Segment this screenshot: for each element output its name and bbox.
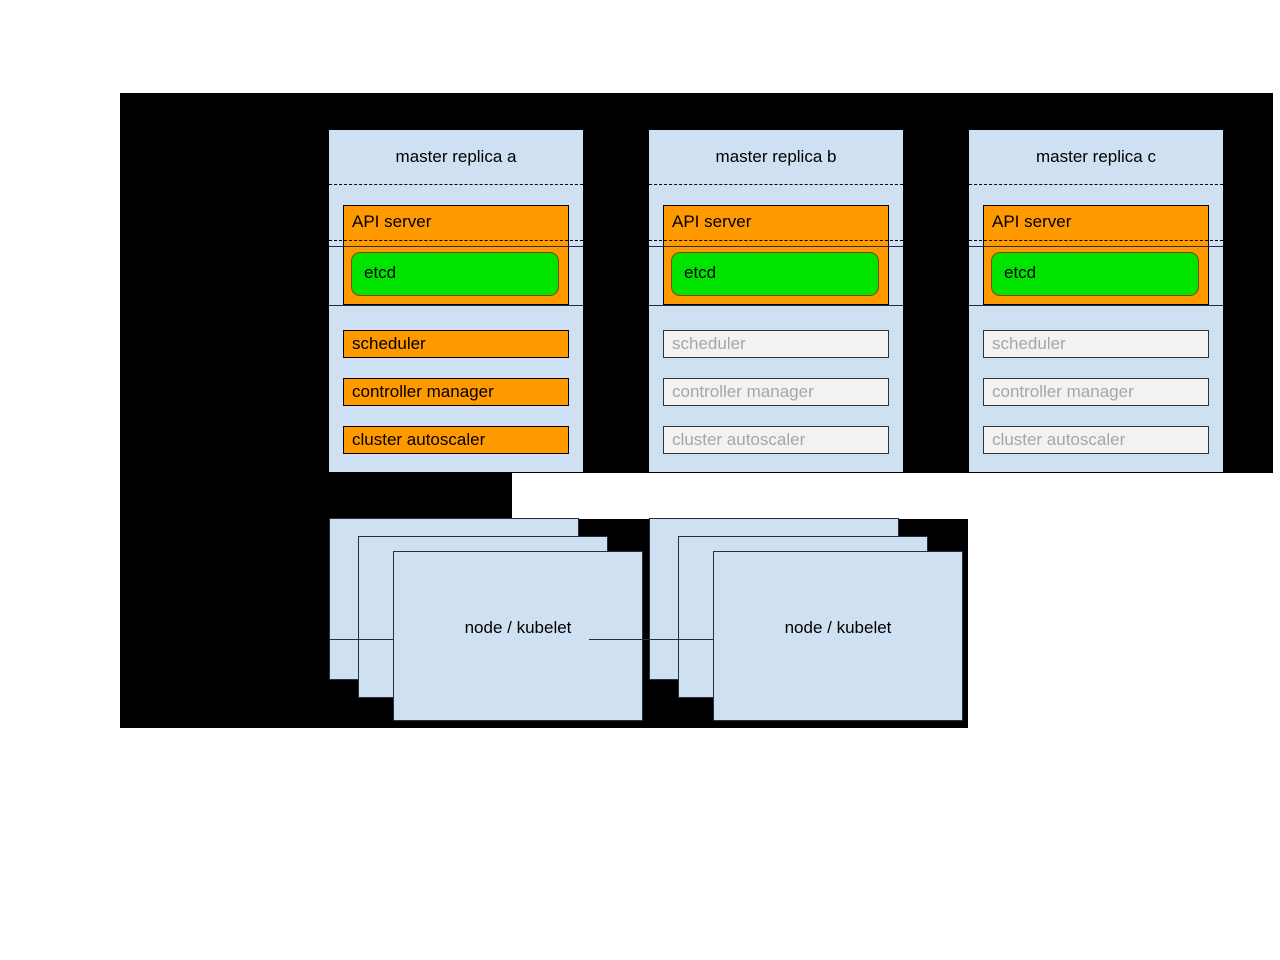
node-kubelet-label: node / kubelet	[784, 618, 892, 637]
node-stack-rule	[589, 639, 713, 640]
master-replica-title: master replica a	[395, 147, 517, 166]
component-controller-manager-b[interactable]: controller manager	[663, 378, 889, 406]
component-cluster-autoscaler-b[interactable]: cluster autoscaler	[663, 426, 889, 454]
component-controller-manager-c[interactable]: controller manager	[983, 378, 1209, 406]
api-etcd-solid-rule	[329, 246, 583, 247]
master-replica-title: master replica c	[1036, 147, 1156, 166]
api-etcd-solid-rule	[649, 246, 903, 247]
etcd-label: etcd	[1004, 263, 1037, 282]
etcd-bottom-rule	[329, 305, 583, 306]
etcd-box-c[interactable]: etcd	[991, 252, 1199, 296]
node-stack-1[interactable]: node / kubelet	[329, 518, 649, 728]
api-etcd-dashed-rule	[649, 240, 903, 241]
master-replica-card-a[interactable]: master replica a API server etcd schedul…	[329, 130, 583, 472]
replica-header-divider	[649, 184, 903, 185]
api-server-label: API server	[992, 212, 1072, 231]
master-replica-card-c[interactable]: master replica c API server etcd schedul…	[969, 130, 1223, 472]
etcd-box-b[interactable]: etcd	[671, 252, 879, 296]
component-scheduler-a[interactable]: scheduler	[343, 330, 569, 358]
api-server-label: API server	[352, 212, 432, 231]
node-stack-rule	[329, 639, 393, 640]
node-card-front[interactable]: node / kubelet	[713, 551, 963, 721]
component-controller-manager-a[interactable]: controller manager	[343, 378, 569, 406]
node-card-front[interactable]: node / kubelet	[393, 551, 643, 721]
replica-header-divider	[969, 184, 1223, 185]
master-replica-card-b[interactable]: master replica b API server etcd schedul…	[649, 130, 903, 472]
etcd-bottom-rule	[649, 305, 903, 306]
api-etcd-solid-rule	[969, 246, 1223, 247]
component-cluster-autoscaler-c[interactable]: cluster autoscaler	[983, 426, 1209, 454]
component-cluster-autoscaler-a[interactable]: cluster autoscaler	[343, 426, 569, 454]
etcd-label: etcd	[684, 263, 717, 282]
api-etcd-dashed-rule	[969, 240, 1223, 241]
etcd-bottom-rule	[969, 305, 1223, 306]
etcd-label: etcd	[364, 263, 397, 282]
master-replica-title: master replica b	[715, 147, 837, 166]
api-server-label: API server	[672, 212, 752, 231]
backdrop-middle	[120, 473, 512, 519]
component-scheduler-c[interactable]: scheduler	[983, 330, 1209, 358]
node-stack-2[interactable]: node / kubelet	[589, 518, 969, 728]
api-etcd-dashed-rule	[329, 240, 583, 241]
replica-header-divider	[329, 184, 583, 185]
node-kubelet-label: node / kubelet	[464, 618, 572, 637]
component-scheduler-b[interactable]: scheduler	[663, 330, 889, 358]
etcd-box-a[interactable]: etcd	[351, 252, 559, 296]
